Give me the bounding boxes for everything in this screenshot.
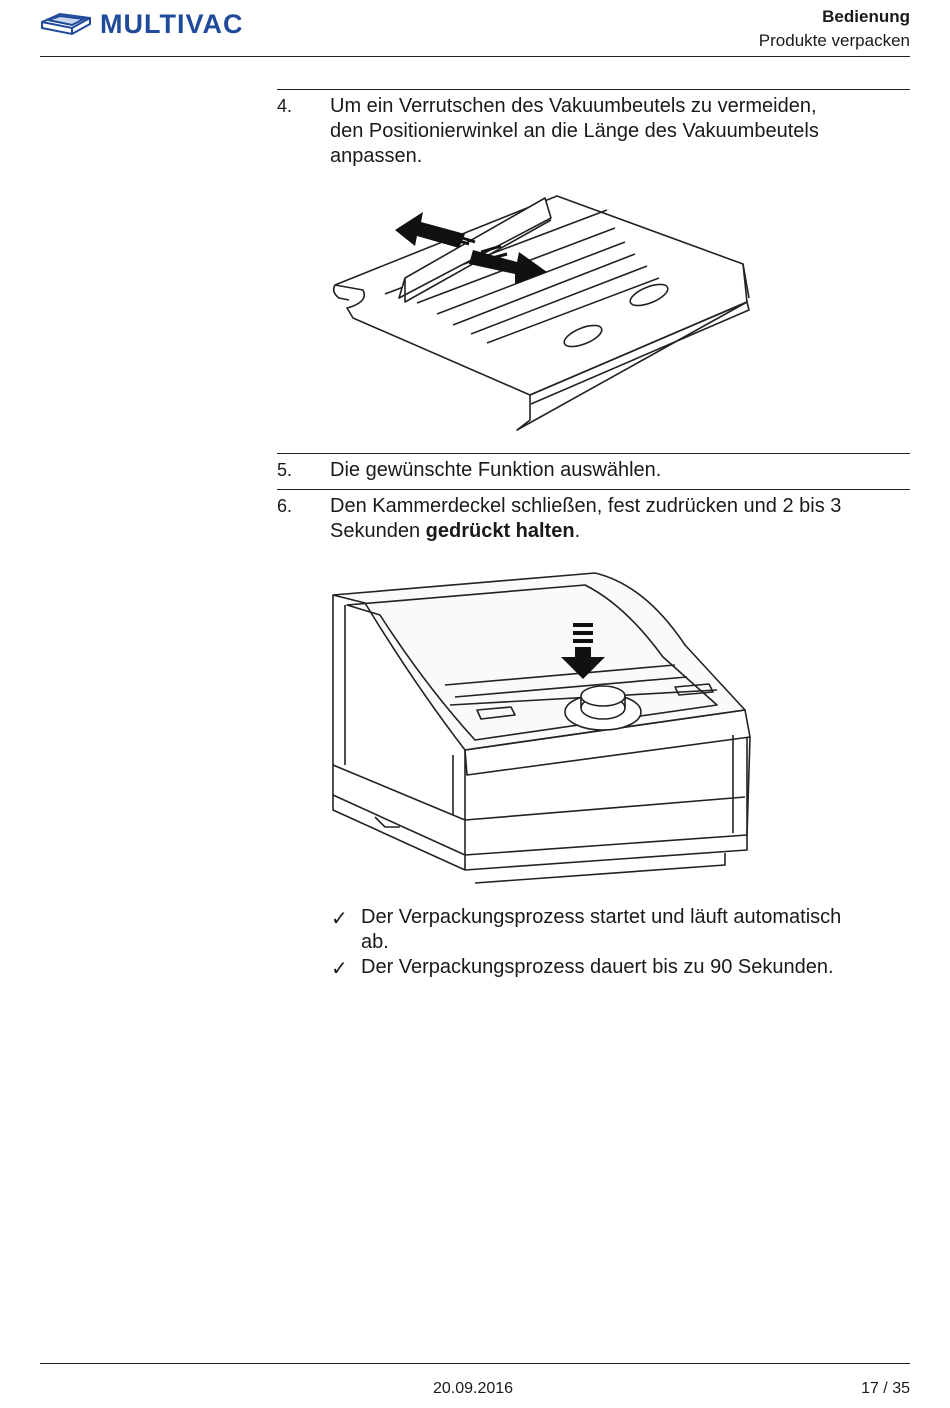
footer-divider xyxy=(40,1363,910,1364)
step-text-line: anpassen. xyxy=(330,145,423,167)
tray-icon xyxy=(41,12,91,36)
step-number: 5. xyxy=(277,460,293,480)
step-text: Den Kammerdeckel schließen, fest zudrück… xyxy=(330,494,841,544)
result-text-line: Der Verpackungsprozess dauert bis zu 90 … xyxy=(361,956,834,978)
step-number: 4. xyxy=(277,96,293,116)
header-title: Bedienung xyxy=(822,7,910,26)
vacuum-chamber-illustration xyxy=(332,572,751,884)
result-text-line: Der Verpackungsprozess startet und läuft… xyxy=(361,906,842,928)
adjust-arrows-icon xyxy=(395,212,547,284)
brand-name: MULTIVAC xyxy=(100,9,243,39)
step-text: Um ein Verrutschen des Vakuumbeutels zu … xyxy=(330,94,819,169)
check-icon: ✓ xyxy=(331,908,348,930)
footer-date: 20.09.2016 xyxy=(433,1380,514,1397)
step-text-emphasis: gedrückt halten xyxy=(425,520,575,542)
step-text-plain: . xyxy=(574,520,581,542)
step-text-line: den Positionierwinkel an die Länge des V… xyxy=(330,120,819,142)
step-divider xyxy=(277,489,910,490)
step-text: Die gewünschte Funktion auswählen. xyxy=(330,458,661,483)
step-text-line: Um ein Verrutschen des Vakuumbeutels zu … xyxy=(330,95,817,117)
result-item: Der Verpackungsprozess dauert bis zu 90 … xyxy=(361,955,834,980)
multivac-logo: MULTIVAC xyxy=(41,9,243,39)
check-icon: ✓ xyxy=(331,958,348,980)
page-number: 17 / 35 xyxy=(861,1380,910,1397)
step-text-line: Sekunden gedrückt halten. xyxy=(330,519,841,544)
header-divider xyxy=(40,56,910,57)
header-subtitle: Produkte verpacken xyxy=(758,31,910,50)
step-text-line: Die gewünschte Funktion auswählen. xyxy=(330,459,662,481)
step-divider xyxy=(277,453,910,454)
result-item: Der Verpackungsprozess startet und läuft… xyxy=(361,905,841,955)
step-text-plain: Sekunden xyxy=(330,520,426,542)
positioning-tray-illustration xyxy=(332,195,750,431)
step-text-line: Den Kammerdeckel schließen, fest zudrück… xyxy=(330,495,842,517)
step-number: 6. xyxy=(277,496,293,516)
press-down-arrow-icon xyxy=(561,623,605,679)
result-text-line: ab. xyxy=(361,931,389,953)
step-divider xyxy=(277,89,910,90)
